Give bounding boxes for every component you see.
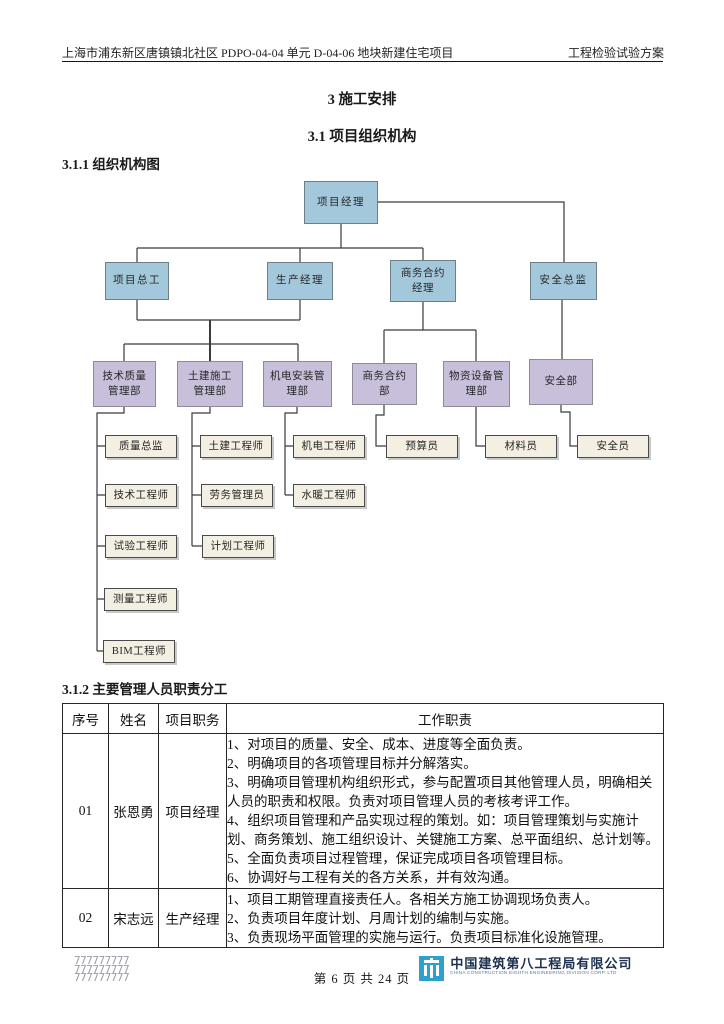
org-node-civil-engineer: 土建工程师 — [200, 435, 272, 458]
org-node-material-clerk: 材料员 — [485, 435, 557, 458]
org-node-dept-civil: 土建施工管理部 — [177, 361, 243, 407]
company-logo-block: 中国建筑第八工程局有限公司 CHINA CONSTRUCTION EIGHTH … — [419, 956, 664, 981]
list-item: 777777777 — [74, 954, 130, 967]
duties-table: 序号 姓名 项目职务 工作职责 01 张恩勇 项目经理 1、对项目的质量、安全、… — [62, 703, 664, 948]
org-node-dept-safety: 安全部 — [529, 359, 593, 405]
duty-line: 2、负责项目年度计划、月周计划的编制与实施。 — [227, 910, 518, 926]
cell-role: 生产经理 — [158, 888, 227, 948]
table-header-row: 序号 姓名 项目职务 工作职责 — [62, 703, 664, 734]
duty-line: 1、对项目的质量、安全、成本、进度等全面负责。 — [227, 737, 531, 752]
project-title: 上海市浦东新区唐镇镇北社区 PDPO-04-04 单元 D-04-06 地块新建… — [62, 46, 454, 60]
header-cell-name: 姓名 — [108, 703, 159, 734]
header-cell-no: 序号 — [62, 703, 109, 734]
chapter-heading: 3 施工安排 — [327, 92, 397, 108]
org-node-bim-engineer: BIM工程师 — [103, 640, 175, 663]
duty-line: 2、明确项目的各项管理目标并分解落实。 — [227, 756, 477, 771]
cell-no: 01 — [62, 733, 109, 889]
cell-duties: 1、项目工期管理直接责任人。各相关方施工协调现场负责人。 2、负责项目年度计划、月… — [226, 888, 664, 948]
org-node-chief-engineer: 项目总工 — [105, 262, 169, 300]
org-node-survey-engineer: 测量工程师 — [104, 588, 177, 611]
org-node-dept-commercial: 商务合约部 — [352, 363, 417, 405]
org-node-labor-admin: 劳务管理员 — [201, 484, 273, 507]
org-node-production-manager: 生产经理 — [267, 262, 333, 300]
connector-path — [96, 201, 577, 652]
cscec-logo-icon — [419, 956, 445, 981]
subsection-orgchart-heading: 3.1.1 组织机构图 — [62, 157, 160, 172]
org-node-safety-officer: 安全员 — [577, 435, 649, 458]
cell-name: 宋志远 — [108, 888, 159, 948]
org-node-dept-mep: 机电安装管理部 — [263, 361, 332, 407]
org-node-project-manager: 项目经理 — [304, 181, 378, 224]
company-name-en: CHINA CONSTRUCTION EIGHTH ENGINEERING DI… — [450, 971, 618, 976]
cell-name: 张恩勇 — [108, 733, 159, 889]
table-row: 01 张恩勇 项目经理 1、对项目的质量、安全、成本、进度等全面负责。 2、明确项… — [62, 733, 664, 889]
org-node-plumb-engineer: 水暖工程师 — [293, 484, 365, 507]
org-node-safety-director: 安全总监 — [530, 262, 597, 300]
duty-line: 3、负责现场平面管理的实施与运行。负责项目标准化设施管理。 — [227, 929, 612, 945]
duty-line: 3、明确项目管理机构组织形式，参与配置项目其他管理人员，明确相关人员的职责和权限… — [227, 775, 653, 809]
duty-line: 4、组织项目管理和产品实现过程的策划。如：项目管理策划与实施计划、商务策划、施工… — [227, 813, 659, 847]
table-row: 02 宋志远 生产经理 1、项目工期管理直接责任人。各相关方施工协调现场负责人。… — [62, 888, 664, 948]
duty-line: 1、项目工期管理直接责任人。各相关方施工协调现场负责人。 — [227, 891, 599, 907]
header-cell-duty: 工作职责 — [226, 703, 664, 734]
org-node-quality-director: 质量总监 — [105, 435, 177, 458]
company-name-cn: 中国建筑第八工程局有限公司 — [450, 956, 633, 971]
org-node-test-engineer: 试验工程师 — [105, 535, 177, 558]
header-cell-role: 项目职务 — [158, 703, 227, 734]
duty-line: 5、全面负责项目过程管理，保证完成项目各项管理目标。 — [227, 851, 572, 866]
page-number: 第 6 页 共 24 页 — [313, 972, 411, 986]
org-node-dept-material: 物资设备管理部 — [443, 361, 510, 407]
doc-type-label: 工程检验试验方案 — [567, 46, 664, 60]
org-node-commercial-manager: 商务合约经理 — [390, 260, 456, 302]
cell-no: 02 — [62, 888, 109, 948]
section-heading: 3.1 项目组织机构 — [307, 129, 417, 145]
header-rule — [62, 61, 663, 62]
cell-role: 项目经理 — [158, 733, 227, 889]
subsection-duties-heading: 3.1.2 主要管理人员职责分工 — [62, 682, 228, 697]
org-node-dept-tech-quality: 技术质量管理部 — [93, 361, 156, 407]
list-item: 777777777 — [74, 971, 130, 984]
company-name: 中国建筑第八工程局有限公司 CHINA CONSTRUCTION EIGHTH … — [450, 956, 664, 977]
org-node-estimator: 预算员 — [386, 435, 458, 458]
list-item: 777777777 — [74, 962, 130, 976]
duty-line: 6、协调好与工程有关的各方关系，并有效沟通。 — [227, 870, 518, 885]
org-node-mech-engineer: 机电工程师 — [293, 435, 365, 458]
org-node-tech-engineer: 技术工程师 — [105, 484, 177, 507]
cell-duties: 1、对项目的质量、安全、成本、进度等全面负责。 2、明确项目的各项管理目标并分解落… — [226, 733, 664, 889]
org-node-plan-engineer: 计划工程师 — [202, 535, 274, 558]
